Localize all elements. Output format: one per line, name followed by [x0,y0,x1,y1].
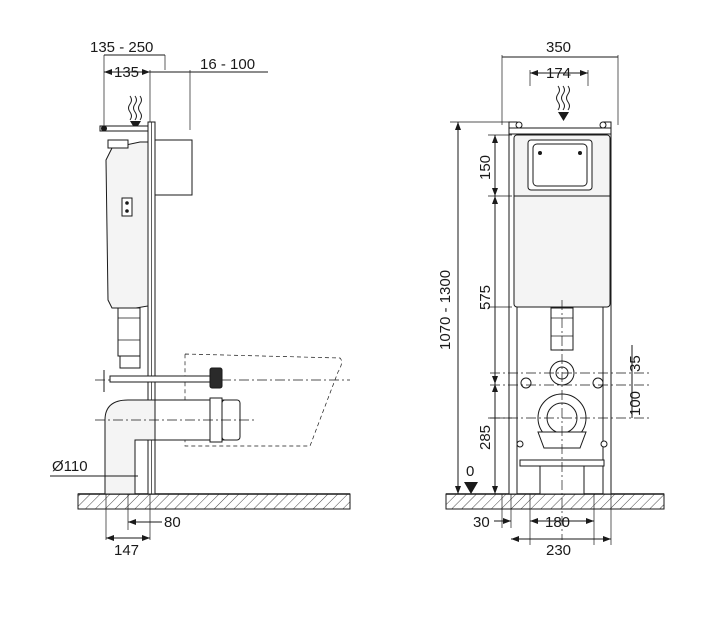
dim-147: 147 [114,542,139,559]
flush-plate-box [154,139,193,196]
dim-30: 30 [473,514,490,531]
drain-elbow [104,399,161,495]
floor-zero-label: 0 [466,463,474,480]
flush-pipe [117,307,141,357]
dim-80: 80 [164,514,181,531]
dim-depth-135: 135 [114,64,139,81]
flush-plate-opening [527,139,593,191]
dim-wall-offset: 16 - 100 [200,56,255,73]
dim-150: 150 [477,155,494,180]
water-inlet-icon [128,95,142,130]
frame-left-upright [508,121,518,495]
dim-575: 575 [477,285,494,310]
front-floor [445,493,665,510]
dim-width-350: 350 [546,39,571,56]
floor-level-icon [464,482,478,494]
front-view: 350 174 [437,39,665,559]
side-view: 135 - 250 135 16 - 100 [50,39,351,559]
dim-drain-diameter: Ø110 [52,458,88,475]
wc-bowl-outline [184,353,342,447]
dim-35: 35 [627,355,644,372]
mounting-bolt [109,375,211,383]
dim-100: 100 [627,391,644,416]
dim-flush-174: 174 [546,65,571,82]
dim-285: 285 [477,425,494,450]
cistern [105,141,149,309]
dim-frame-depth: 135 - 250 [90,39,153,56]
dim-height-range: 1070 - 1300 [437,270,454,350]
dim-180: 180 [545,514,570,531]
dim-230: 230 [546,542,571,559]
side-floor [77,493,351,510]
water-inlet-icon [556,85,570,121]
frame-right-upright [602,121,612,495]
